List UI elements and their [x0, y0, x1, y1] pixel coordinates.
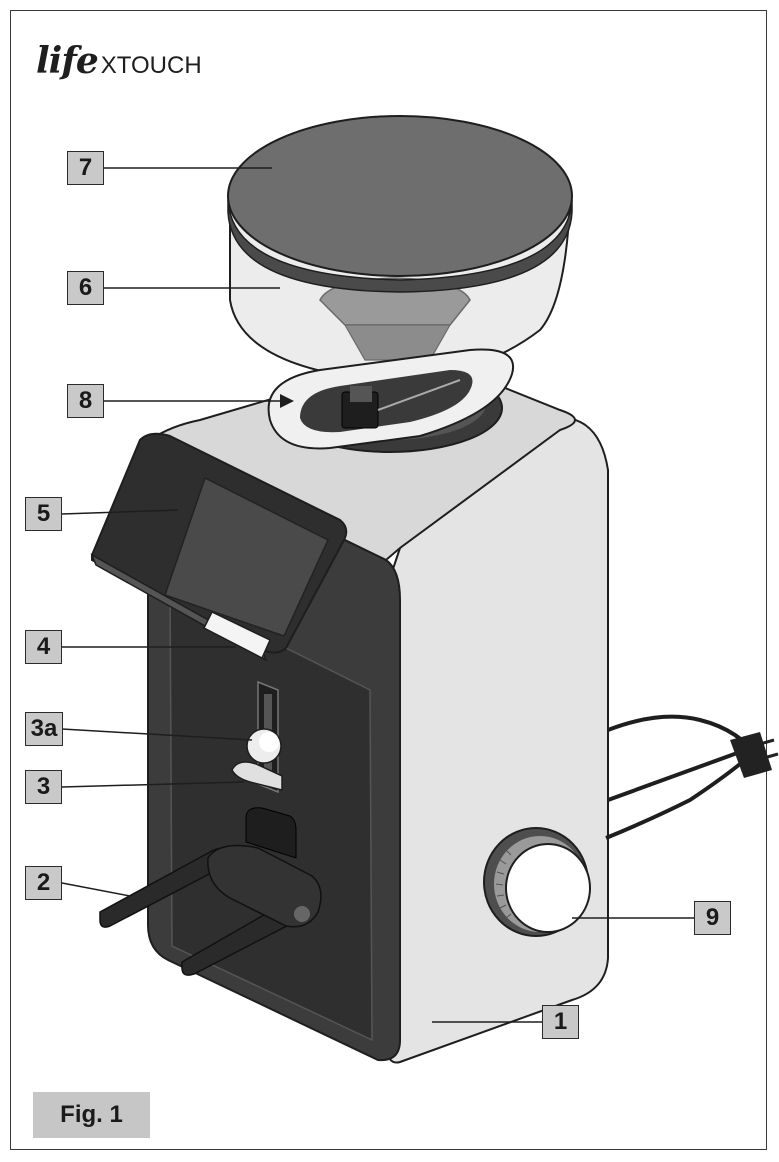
callout-4: 4	[25, 630, 62, 664]
callout-7: 7	[67, 151, 104, 185]
callout-1: 1	[542, 1005, 579, 1039]
logo-brand-text: XTOUCH	[100, 52, 202, 79]
callout-2: 2	[25, 866, 62, 900]
grind-outlet	[245, 807, 297, 859]
power-cord	[605, 714, 762, 840]
callout-9: 9	[694, 901, 731, 935]
callout-3a: 3a	[25, 712, 63, 746]
grind-dial	[505, 843, 591, 933]
callout-3: 3	[25, 770, 62, 804]
leader-5	[61, 509, 179, 515]
callout-8: 8	[67, 384, 104, 418]
start-button	[202, 611, 271, 660]
figure-label: Fig. 1	[33, 1092, 150, 1138]
fork-body	[207, 844, 322, 928]
callout-5: 5	[25, 497, 62, 531]
callout-6: 6	[67, 271, 104, 305]
logo-script-text: life	[36, 40, 99, 82]
leader-3	[61, 781, 245, 788]
power-plug	[730, 732, 772, 778]
leader-3a	[61, 728, 253, 741]
leader-2	[61, 882, 131, 897]
figure-frame	[10, 10, 767, 1150]
hopper-lid	[227, 115, 573, 277]
leader-8-arrow	[280, 394, 294, 408]
brand-logo: life XTOUCH	[36, 40, 202, 82]
touch-screen	[164, 476, 329, 637]
holder-support	[231, 761, 283, 791]
